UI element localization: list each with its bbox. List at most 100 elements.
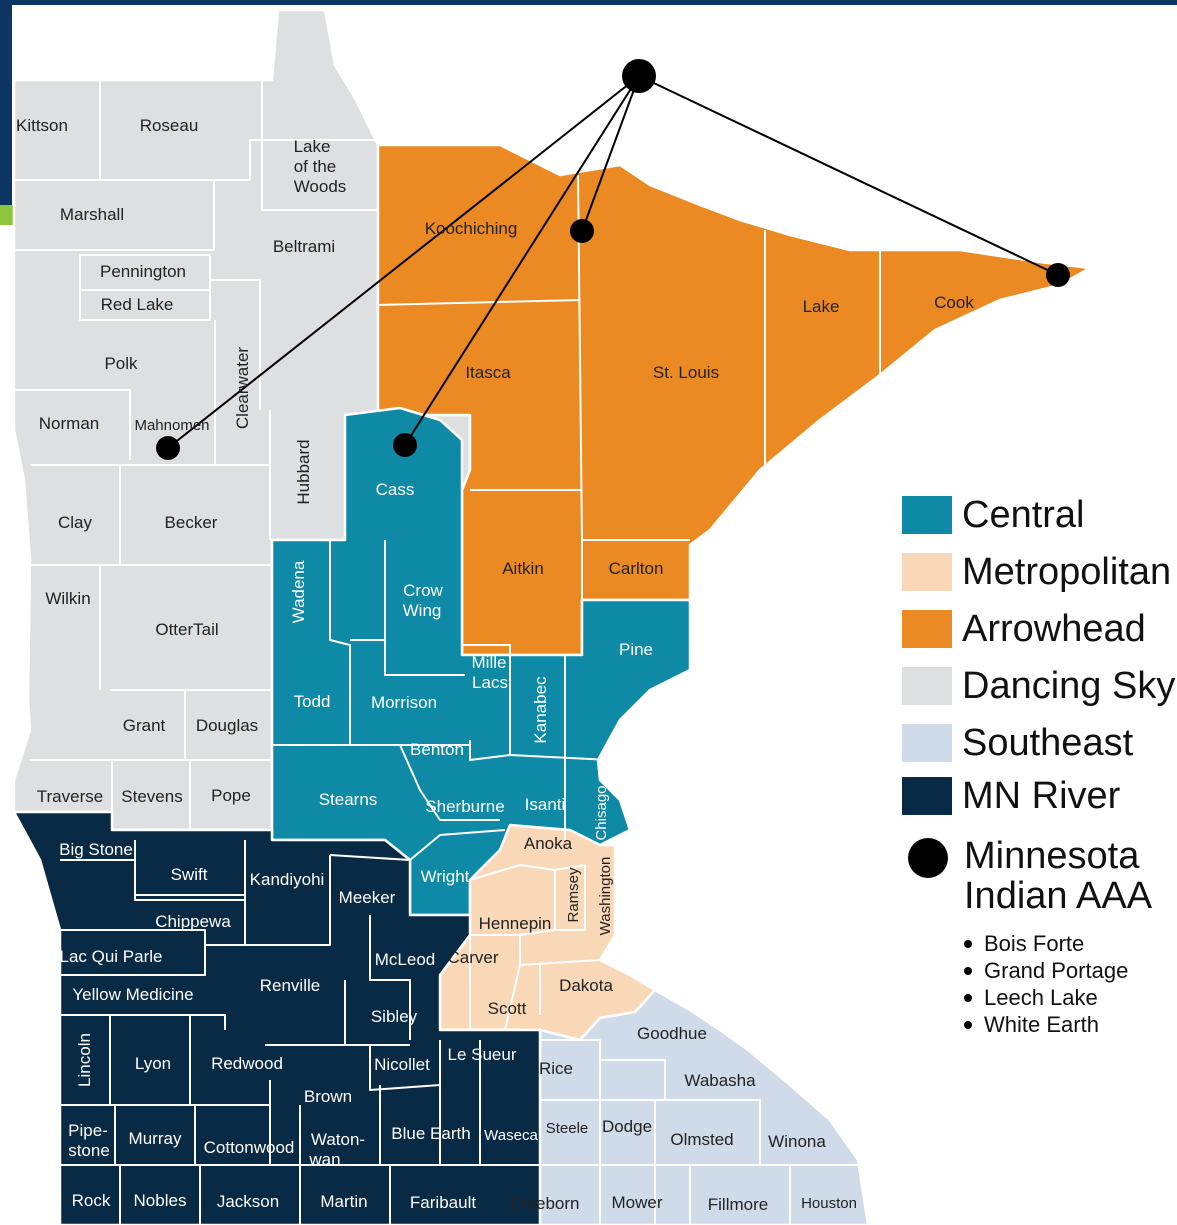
label-ramsey: Ramsey [565,867,582,923]
label-waseca: Waseca [484,1127,538,1144]
legend-item-dancing-sky: Dancing Sky [902,664,1175,708]
label-yellow-medicine: Yellow Medicine [72,985,193,1004]
label-crow-wing-2: Wing [403,601,442,620]
legend-aaa-line1: Minnesota [964,835,1140,877]
label-le-sueur: Le Sueur [448,1045,517,1064]
label-beltrami: Beltrami [273,237,335,256]
label-wabasha: Wabasha [684,1071,756,1090]
label-benton: Benton [410,740,464,759]
label-watonwan-1: Waton- [311,1130,365,1149]
legend-swatch-southeast [902,724,952,762]
legend-swatch-mn-river [902,777,952,815]
label-norman: Norman [39,414,99,433]
label-roseau: Roseau [140,116,199,135]
label-brown: Brown [304,1087,352,1106]
label-houston: Houston [801,1195,857,1212]
label-blue-earth: Blue Earth [391,1124,470,1143]
label-cass: Cass [376,480,415,499]
tribe-label: Leech Lake [984,984,1098,1010]
label-lake: Lake [803,297,840,316]
label-cottonwood: Cottonwood [204,1138,295,1157]
label-steele: Steele [546,1120,589,1137]
label-sherburne: Sherburne [425,797,504,816]
label-goodhue: Goodhue [637,1024,707,1043]
label-dodge: Dodge [602,1117,652,1136]
label-carver: Carver [447,948,498,967]
aaa-marker-grand-portage [1046,263,1070,287]
label-martin: Martin [320,1192,367,1211]
label-rock: Rock [72,1191,111,1210]
label-renville: Renville [260,976,320,995]
label-nobles: Nobles [134,1191,187,1210]
label-stevens: Stevens [121,787,182,806]
tribe-item: White Earth [964,1011,1128,1038]
label-big-stone: Big Stone [59,840,133,859]
label-kandiyohi: Kandiyohi [250,870,325,889]
label-clearwater: Clearwater [233,347,252,430]
label-pine: Pine [619,640,653,659]
label-wadena: Wadena [289,560,308,623]
label-watonwan-2: wan [308,1150,340,1169]
label-rice: Rice [539,1059,573,1078]
label-wilkin: Wilkin [45,589,90,608]
legend-swatch-central [902,496,952,534]
label-douglas: Douglas [196,716,258,735]
label-dakota: Dakota [559,976,613,995]
label-morrison: Morrison [371,693,437,712]
label-cook: Cook [934,293,974,312]
label-meeker: Meeker [339,888,396,907]
frame-left-bar [0,0,12,205]
legend-label-metropolitan: Metropolitan [962,550,1172,593]
legend-dot-icon [908,838,948,878]
label-pipestone-1: Pipe- [68,1121,108,1140]
label-clay: Clay [58,513,93,532]
aaa-marker-bois-forte [570,219,594,243]
label-wright: Wright [421,867,470,886]
label-winona: Winona [768,1132,826,1151]
label-sibley: Sibley [371,1007,418,1026]
label-crow-wing-1: Crow [403,581,443,600]
label-grant: Grant [123,716,166,735]
label-redwood: Redwood [211,1054,283,1073]
label-pope: Pope [211,786,251,805]
legend-item-aaa: Minnesota Indian AAA [902,836,1152,916]
label-kanabec: Kanabec [531,676,550,744]
tribe-item: Leech Lake [964,984,1128,1011]
label-mille-lacs-1: Mille [472,653,507,672]
label-mcleod: McLeod [375,950,435,969]
tribe-label: White Earth [984,1011,1099,1037]
legend-aaa-line2: Indian AAA [964,875,1153,917]
label-lotw-1: Lake [294,137,331,156]
label-traverse: Traverse [37,787,103,806]
label-stearns: Stearns [319,790,378,809]
label-scott: Scott [488,999,527,1018]
label-carlton: Carlton [609,559,664,578]
label-swift: Swift [171,865,208,884]
legend-label-mn-river: MN River [962,774,1121,817]
label-freeborn: Freeborn [511,1194,580,1213]
label-ottertail: OtterTail [155,620,218,639]
legend-item-mn-river: MN River [902,774,1120,818]
label-murray: Murray [129,1129,182,1148]
legend-label-southeast: Southeast [962,721,1134,764]
tribe-item: Bois Forte [964,930,1128,957]
label-kittson: Kittson [16,116,68,135]
label-mille-lacs-2: Lacs [472,673,508,692]
legend-swatch-metropolitan [902,553,952,591]
label-becker: Becker [165,513,218,532]
bullet-icon [964,939,972,948]
tribe-label: Bois Forte [984,930,1085,956]
label-lotw-2: of the [294,157,337,176]
legend-item-arrowhead: Arrowhead [902,607,1146,651]
label-mower: Mower [611,1193,662,1212]
legend-item-metropolitan: Metropolitan [902,550,1171,594]
label-faribault: Faribault [410,1193,476,1212]
legend-label-dancing-sky: Dancing Sky [962,664,1176,707]
legend-label-arrowhead: Arrowhead [962,607,1146,650]
label-fillmore: Fillmore [708,1195,768,1214]
frame-top-bar [0,0,1177,5]
bullet-icon [964,993,972,1002]
legend-item-southeast: Southeast [902,721,1133,765]
